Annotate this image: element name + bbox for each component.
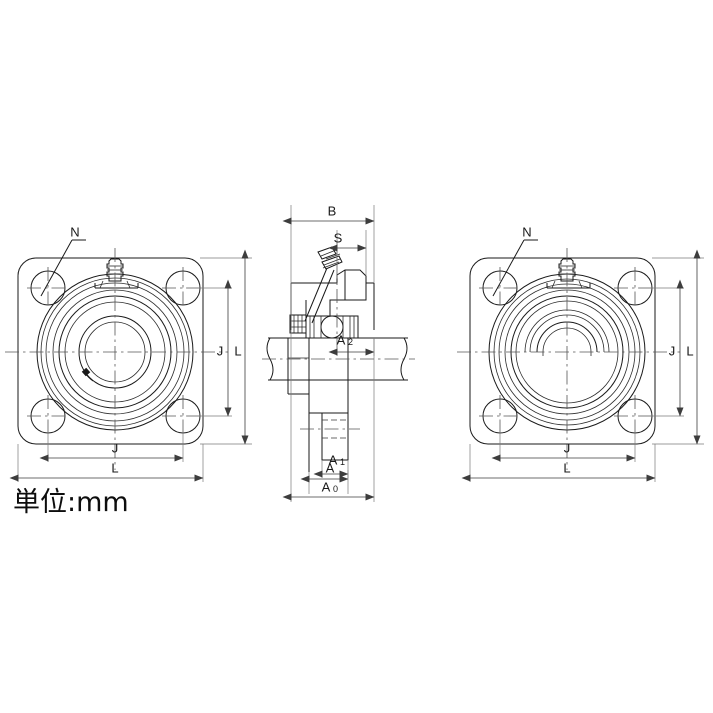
housing-shoulder bbox=[345, 270, 366, 300]
dimension-A0-center: A 0 bbox=[282, 283, 375, 502]
dimension-N-left: N bbox=[40, 224, 86, 297]
view-left-open-cover: N J L J L bbox=[5, 224, 252, 482]
view-right-closed-cover: N J L J L bbox=[457, 224, 704, 482]
dim-label-A: A bbox=[326, 460, 335, 475]
dim-label-A0: A bbox=[322, 479, 331, 494]
dim-label-A1: A bbox=[329, 452, 338, 467]
dim-label-J-horizontal-right: J bbox=[564, 440, 571, 455]
grease-nipple-right bbox=[547, 259, 590, 288]
dimension-S-center: S bbox=[328, 230, 367, 276]
dimension-L-horizontal-left: L bbox=[9, 444, 204, 482]
dimension-A-center: A bbox=[300, 460, 349, 494]
dimension-N-right: N bbox=[492, 224, 538, 297]
dimension-L-vertical-right: L bbox=[652, 249, 704, 445]
dim-label-J-vertical-left: J bbox=[217, 343, 224, 358]
locking-collar-block bbox=[290, 315, 306, 333]
grease-nipple-center bbox=[305, 247, 342, 323]
unit-note: 単位:mm bbox=[13, 487, 129, 518]
dim-label-L-vertical-left: L bbox=[234, 343, 241, 358]
flange-corner-tl bbox=[17, 257, 37, 277]
dim-label-L-horizontal-right: L bbox=[563, 460, 570, 475]
dim-label-A0-sub: 0 bbox=[333, 484, 338, 494]
dimension-J-vertical-left: J bbox=[186, 279, 232, 417]
dim-label-A2-sub: 2 bbox=[348, 337, 353, 347]
dim-label-N-left: N bbox=[70, 224, 79, 239]
set-screw-mark-left bbox=[81, 367, 93, 381]
dim-label-A1-sub: 1 bbox=[340, 457, 345, 467]
dimension-L-vertical-left: L bbox=[200, 249, 252, 445]
flange-fin-center bbox=[288, 338, 348, 472]
dimension-B-center: B bbox=[282, 203, 375, 283]
dim-label-J-vertical-right: J bbox=[669, 343, 676, 358]
dimension-J-horizontal-right: J bbox=[491, 420, 636, 462]
dimension-J-vertical-right: J bbox=[638, 279, 684, 417]
dim-label-J-horizontal-left: J bbox=[112, 440, 119, 455]
dimension-L-horizontal-right: L bbox=[461, 444, 656, 482]
dimension-J-horizontal-left: J bbox=[39, 420, 184, 462]
flange-plate-outline-right bbox=[470, 258, 655, 444]
dim-label-S: S bbox=[334, 230, 343, 245]
view-center-side-section: B S A 2 A 1 A bbox=[262, 203, 415, 502]
dim-label-B: B bbox=[328, 203, 337, 218]
dim-label-N-right: N bbox=[522, 224, 531, 239]
dim-label-L-vertical-right: L bbox=[686, 343, 693, 358]
dim-label-A2: A bbox=[337, 332, 346, 347]
dim-label-L-horizontal-left: L bbox=[111, 460, 118, 475]
